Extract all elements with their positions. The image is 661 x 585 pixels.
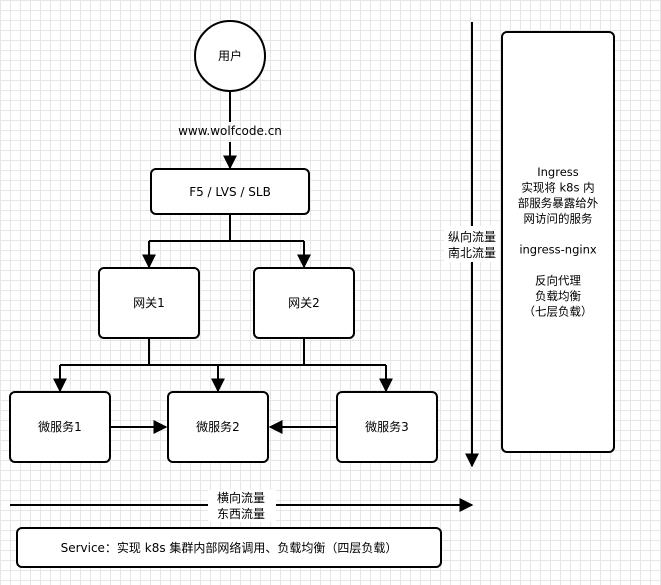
domain-label: www.wolfcode.cn — [178, 124, 282, 138]
user-label: 用户 — [218, 48, 242, 63]
service-box — [16, 527, 442, 568]
service-box-label: Service：实现 k8s 集群内部网络调用、负载均衡（四层负载） — [61, 540, 398, 555]
ingress-box — [501, 31, 615, 453]
ingress-line: 反向代理 — [535, 274, 581, 288]
ingress-line: （七层负载） — [524, 305, 593, 319]
vertical-traffic-label-2: 南北流量 — [448, 245, 496, 260]
horizontal-traffic-label-1: 横向流量 — [217, 490, 265, 505]
service2-node — [167, 391, 269, 463]
gateway1-label: 网关1 — [133, 296, 165, 310]
service2-label: 微服务2 — [196, 419, 240, 434]
gateway2-label: 网关2 — [288, 296, 320, 310]
horizontal-traffic-label-2: 东西流量 — [217, 507, 265, 521]
ingress-line: 网访问的服务 — [524, 212, 593, 226]
service1-label: 微服务1 — [38, 419, 82, 434]
ingress-line: ingress-nginx — [519, 243, 597, 257]
vertical-traffic-label-1: 纵向流量 — [448, 229, 496, 244]
service3-label: 微服务3 — [365, 419, 409, 434]
ingress-line: 实现将 k8s 内 — [521, 181, 594, 195]
load-balancer-label: F5 / LVS / SLB — [189, 185, 271, 199]
ingress-line: 部服务暴露给外 — [518, 196, 599, 210]
ingress-line: Ingress — [537, 165, 579, 179]
ingress-line: 负载均衡 — [535, 289, 581, 303]
